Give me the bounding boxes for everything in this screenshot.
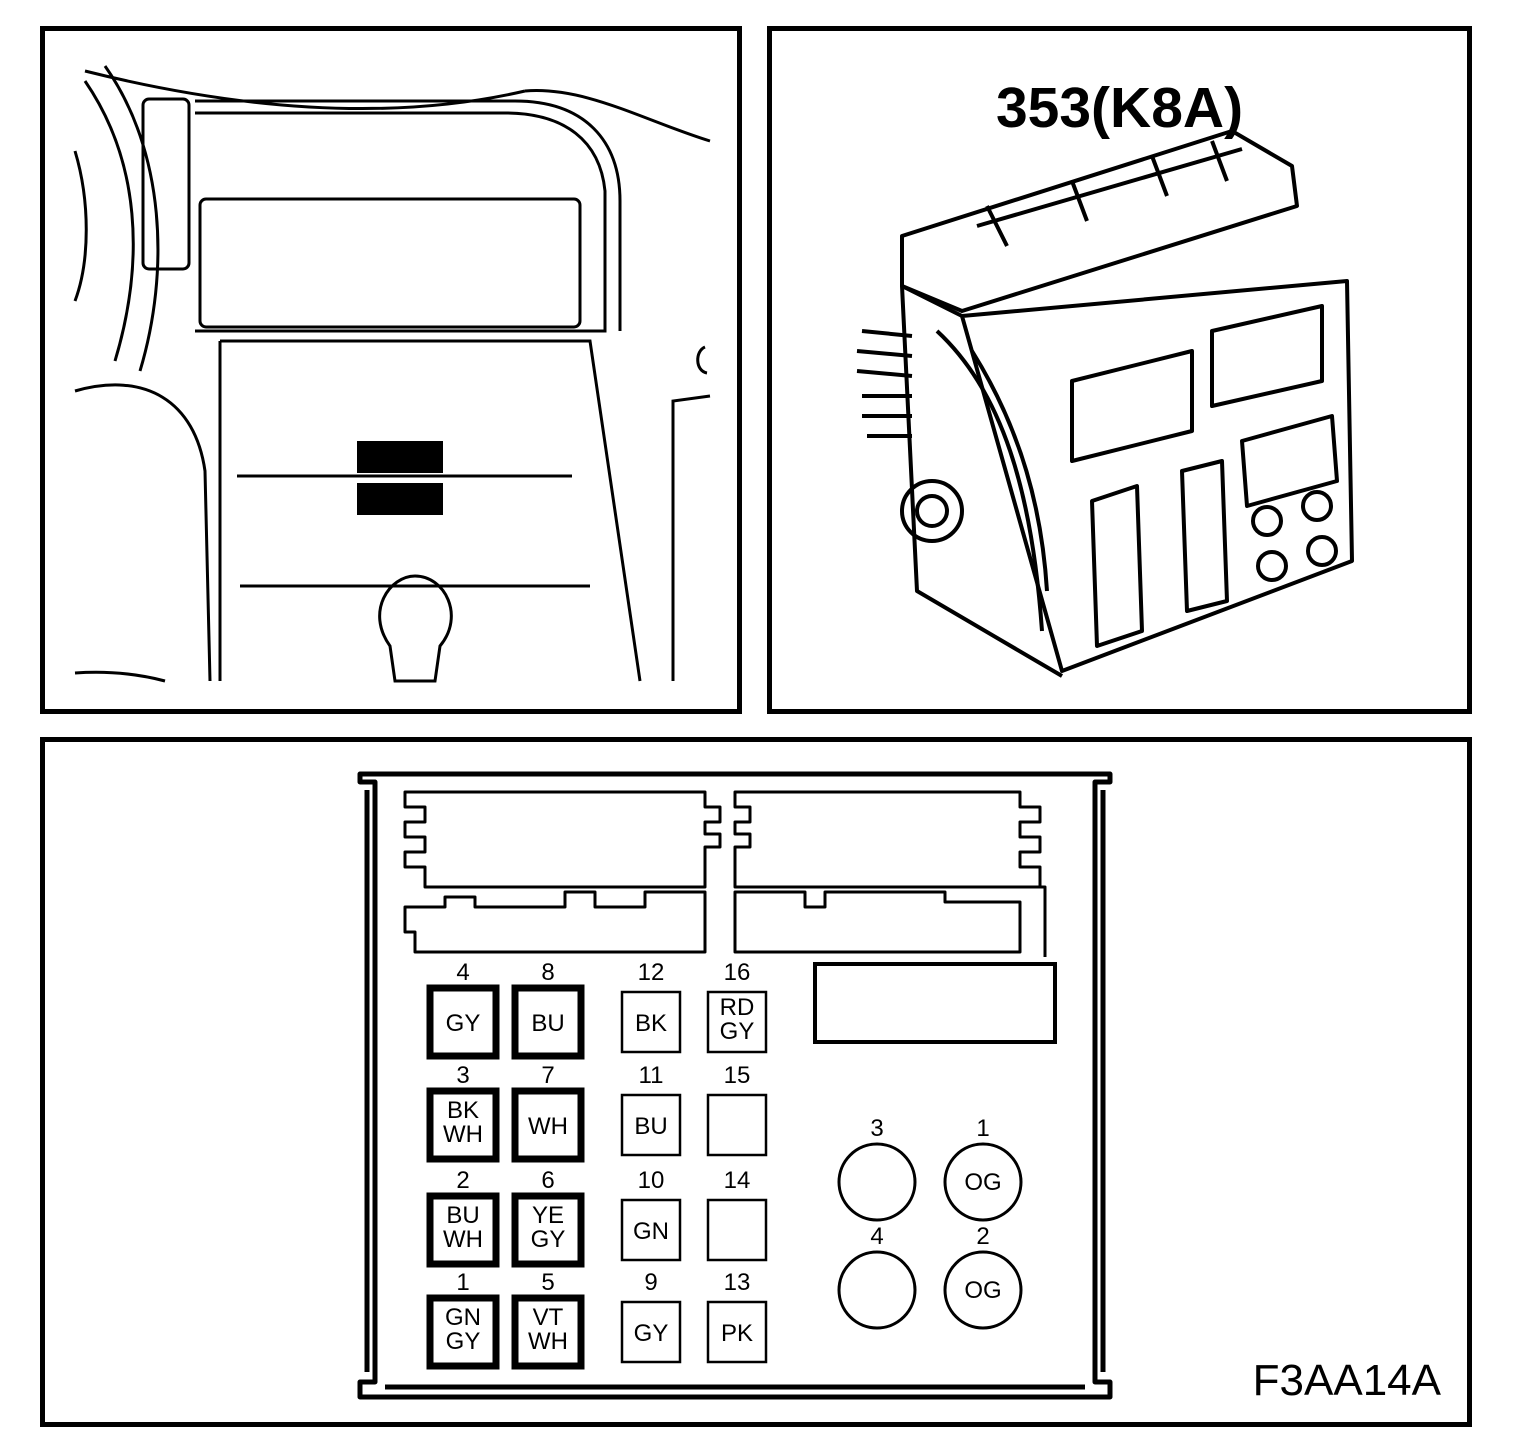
pin-box	[706, 1300, 768, 1364]
pinout-drawing: 4GY8BU12BK16RDGY3BKWH7WH11BU152BUWH6YEGY…	[357, 771, 1113, 1400]
dashboard-location-panel	[40, 26, 742, 714]
pin-box	[511, 1192, 585, 1268]
pin-box	[620, 990, 682, 1054]
pin-number: 11	[639, 1062, 664, 1089]
pin-15-rect: 15	[706, 1062, 768, 1157]
pin-number: 5	[541, 1269, 554, 1296]
pin-number: 13	[724, 1269, 751, 1296]
rect-pin-grid: 4GY8BU12BK16RDGY3BKWH7WH11BU152BUWH6YEGY…	[426, 959, 768, 1370]
connector-view-panel: 353(K8A)	[767, 26, 1472, 714]
pin-box	[706, 990, 768, 1054]
pin-4-round: 4	[837, 1223, 917, 1330]
pin-number: 3	[870, 1115, 883, 1142]
wire-color: WH	[443, 1226, 483, 1253]
wire-color: GY	[720, 1018, 755, 1045]
pin-box	[620, 1198, 682, 1262]
wire-color: PK	[721, 1320, 753, 1347]
pin-box	[511, 1294, 585, 1370]
wire-color: OG	[964, 1277, 1001, 1304]
pin-box	[620, 1093, 682, 1157]
connector-title: 353(K8A)	[995, 76, 1244, 140]
round-pin	[943, 1250, 1023, 1330]
pin-1-round: 1OG	[943, 1115, 1023, 1222]
pin-14-rect: 14	[706, 1167, 768, 1262]
pin-number: 15	[724, 1062, 751, 1089]
connector-top-latch	[403, 790, 1047, 957]
round-pin	[943, 1142, 1023, 1222]
pin-box	[426, 1192, 500, 1268]
wire-color: RD	[720, 994, 755, 1021]
pin-number: 8	[541, 959, 554, 986]
wire-color: VT	[533, 1304, 564, 1331]
pin-box	[511, 984, 585, 1060]
connector-housing	[357, 771, 1113, 1400]
pin-number: 2	[456, 1167, 469, 1194]
pin-8-rect: 8BU	[511, 959, 585, 1060]
wire-color: GY	[531, 1226, 566, 1253]
figure-code: F3AA14A	[1252, 1356, 1441, 1405]
pin-number: 10	[638, 1167, 665, 1194]
connector-empty-slot	[813, 962, 1057, 1044]
pin-number: 1	[976, 1115, 989, 1142]
round-pin	[837, 1142, 917, 1222]
wire-color: OG	[964, 1169, 1001, 1196]
wire-color: YE	[532, 1202, 564, 1229]
pin-number: 1	[456, 1269, 469, 1296]
pin-box	[706, 1093, 768, 1157]
pin-box	[706, 1198, 768, 1262]
wire-color: BU	[446, 1202, 479, 1229]
pin-number: 4	[456, 959, 469, 986]
pin-number: 2	[976, 1223, 989, 1250]
wire-color: GN	[445, 1304, 481, 1331]
wire-color: GN	[633, 1218, 669, 1245]
pin-number: 3	[456, 1062, 469, 1089]
pin-3-round: 3	[837, 1115, 917, 1222]
pin-box	[426, 1294, 500, 1370]
wire-color: WH	[528, 1113, 568, 1140]
wire-color: BU	[531, 1010, 564, 1037]
wire-color: WH	[443, 1121, 483, 1148]
connector-location-marker	[357, 441, 443, 473]
pin-number: 12	[638, 959, 665, 986]
pin-2-round: 2OG	[943, 1223, 1023, 1330]
pin-7-rect: 7WH	[511, 1062, 585, 1163]
wire-color: BK	[447, 1097, 479, 1124]
connector-perspective-drawing	[856, 129, 1354, 678]
round-pin	[837, 1250, 917, 1330]
wire-color: GY	[446, 1328, 481, 1355]
pin-number: 16	[724, 959, 751, 986]
pin-number: 6	[541, 1167, 554, 1194]
pin-9-rect: 9GY	[620, 1269, 682, 1364]
pin-number: 4	[870, 1223, 883, 1250]
pin-box	[511, 1087, 585, 1163]
dashboard-illustration	[73, 65, 711, 683]
wire-color: WH	[528, 1328, 568, 1355]
pin-4-rect: 4GY	[426, 959, 500, 1060]
pin-number: 7	[541, 1062, 554, 1089]
wire-color: GY	[634, 1320, 669, 1347]
wire-color: GY	[446, 1010, 481, 1037]
pin-number: 9	[644, 1269, 657, 1296]
pin-box	[426, 1087, 500, 1163]
pin-number: 14	[724, 1167, 751, 1194]
wire-color: BU	[634, 1113, 667, 1140]
pin-box	[426, 984, 500, 1060]
pin-box	[620, 1300, 682, 1364]
wire-color: BK	[635, 1010, 667, 1037]
